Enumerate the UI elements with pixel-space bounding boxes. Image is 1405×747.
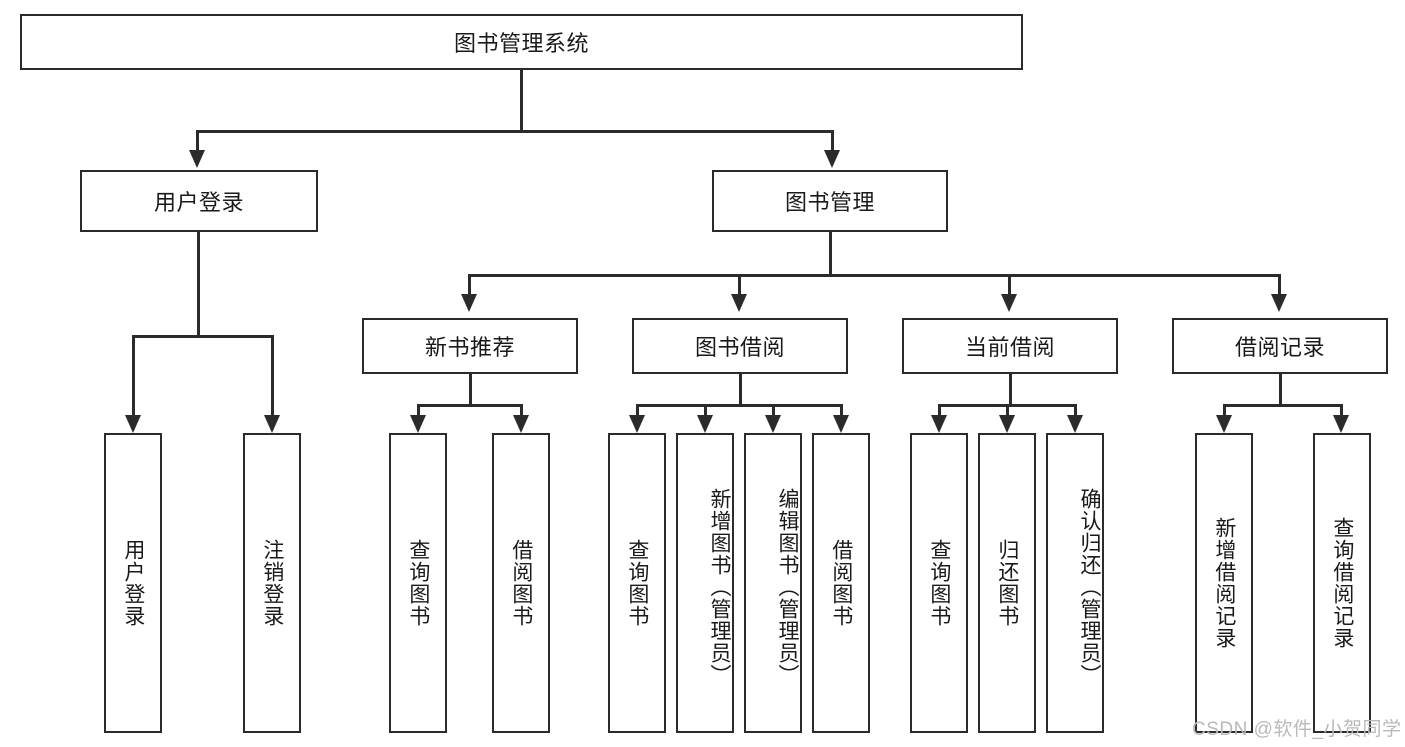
watermark-csdn: CSDN @软件_小贺同学 [1192,719,1402,740]
leaf-bb-query-book[interactable]: 查询图书 [608,433,666,733]
connector-current-borrow-stem [1009,374,1012,406]
leaf-user-login[interactable]: 用户登录 [104,433,162,733]
node-book-management[interactable]: 图书管理 [712,170,948,232]
connector-root-to-book-manage [831,130,834,152]
arrow-bb-leaf3 [765,415,781,433]
connector-user-login-bus [132,335,274,338]
leaf-cb-confirm-return-admin[interactable]: 确认归还（管理员） [1046,433,1104,733]
arrow-br-leaf2 [1333,415,1349,433]
arrow-to-new-book [461,294,477,312]
connector-bb-leaf3 [772,404,775,418]
connector-br-leaf2 [1340,404,1343,418]
leaf-nb-borrow-book[interactable]: 借阅图书 [492,433,550,733]
connector-to-new-book [468,274,471,296]
arrow-leaf-logout [264,415,280,433]
arrow-cb-leaf1 [931,415,947,433]
leaf-bb-add-book-admin[interactable]: 新增图书（管理员） [676,433,734,733]
connector-root-stem [520,70,523,132]
arrow-to-book-borrow [731,294,747,312]
arrow-cb-leaf3 [1067,415,1083,433]
leaf-cb-return-book[interactable]: 归还图书 [978,433,1036,733]
arrow-nb-leaf1 [410,415,426,433]
connector-cb-leaf3 [1074,404,1077,418]
connector-cb-leaf2 [1006,404,1009,418]
connector-root-to-user-login [196,130,199,152]
connector-to-current-borrow [1008,274,1011,296]
connector-book-borrow-bus [636,404,843,407]
arrow-to-book-manage [824,150,840,168]
arrow-br-leaf1 [1216,415,1232,433]
arrow-bb-leaf2 [697,415,713,433]
arrow-to-borrow-record [1271,294,1287,312]
connector-to-borrow-record [1278,274,1281,296]
connector-borrow-record-bus [1223,404,1342,407]
connector-new-book-stem [469,374,472,406]
connector-cb-leaf1 [938,404,941,418]
connector-level3-bus [468,274,1280,277]
arrow-bb-leaf1 [629,415,645,433]
connector-book-manage-stem [829,232,832,277]
connector-user-login-leaf1 [132,335,135,417]
connector-root-bus [196,130,833,133]
leaf-bb-borrow-book[interactable]: 借阅图书 [812,433,870,733]
arrow-leaf-user-login [125,415,141,433]
node-user-login[interactable]: 用户登录 [80,170,318,232]
connector-bb-leaf1 [636,404,639,418]
connector-user-login-leaf2 [271,335,274,417]
connector-bb-leaf2 [704,404,707,418]
connector-new-book-leaf2 [520,404,523,418]
node-borrow-record[interactable]: 借阅记录 [1172,318,1388,374]
arrow-nb-leaf2 [513,415,529,433]
connector-new-book-bus [417,404,522,407]
connector-user-login-stem [197,232,200,337]
connector-borrow-record-stem [1279,374,1282,406]
arrow-cb-leaf2 [999,415,1015,433]
connector-to-book-borrow [738,274,741,296]
arrow-to-user-login [189,150,205,168]
connector-bb-leaf4 [840,404,843,418]
connector-new-book-leaf1 [417,404,420,418]
arrow-to-current-borrow [1001,294,1017,312]
connector-book-borrow-stem [739,374,742,406]
arrow-bb-leaf4 [833,415,849,433]
connector-br-leaf1 [1223,404,1226,418]
leaf-bb-edit-book-admin[interactable]: 编辑图书（管理员） [744,433,802,733]
node-current-borrow[interactable]: 当前借阅 [902,318,1118,374]
node-new-book-recommend[interactable]: 新书推荐 [362,318,578,374]
leaf-nb-query-book[interactable]: 查询图书 [389,433,447,733]
node-book-borrow[interactable]: 图书借阅 [632,318,848,374]
leaf-logout[interactable]: 注销登录 [243,433,301,733]
leaf-cb-query-book[interactable]: 查询图书 [910,433,968,733]
leaf-br-query-record[interactable]: 查询借阅记录 [1313,433,1371,733]
leaf-br-add-record[interactable]: 新增借阅记录 [1195,433,1253,733]
node-root-system[interactable]: 图书管理系统 [20,14,1023,70]
